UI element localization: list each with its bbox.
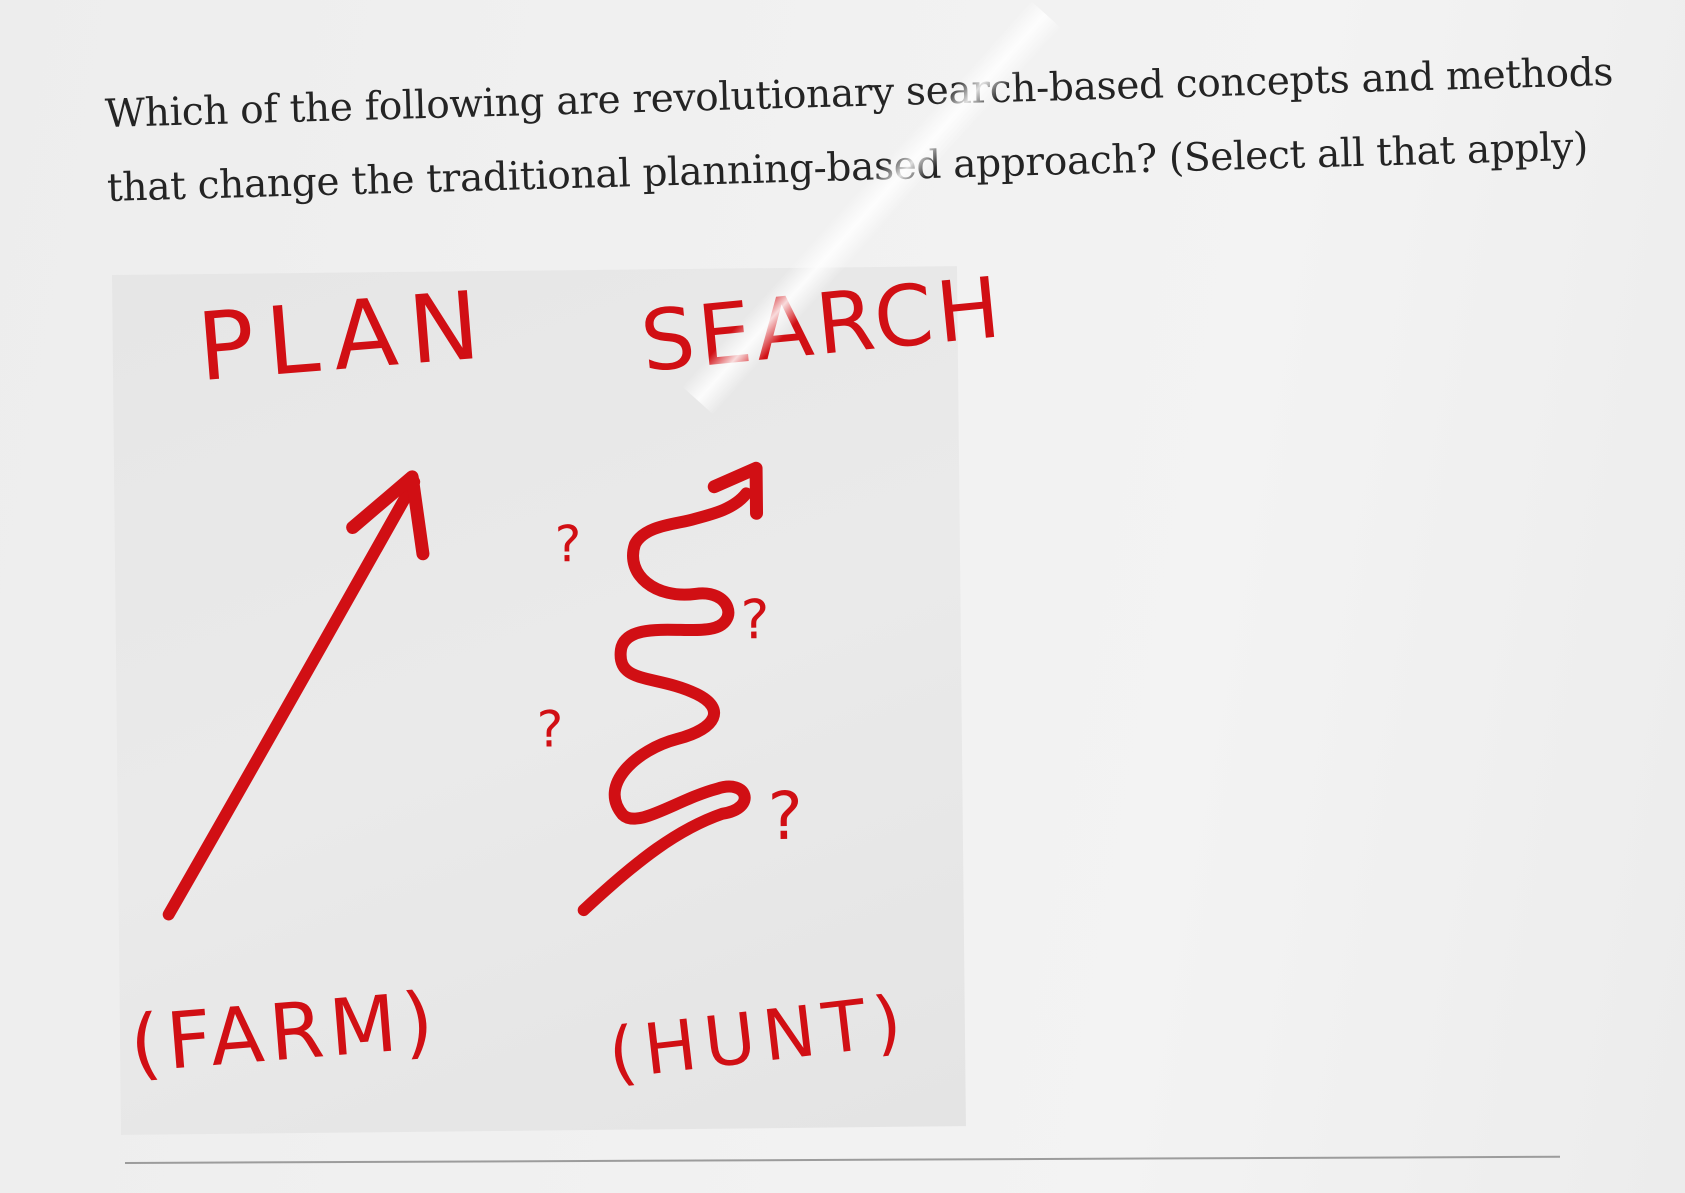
- plan-vs-search-illustration: PLAN SEARCH ? ? ? ? (FARM) (HUNT): [112, 258, 1008, 1135]
- question-mark-2: ?: [740, 588, 770, 652]
- question-mark-3: ?: [536, 700, 564, 759]
- question-mark-4: ?: [767, 777, 804, 856]
- illustration-drawing: [162, 461, 764, 921]
- question-mark-1: ?: [554, 515, 582, 574]
- question-text: Which of the following are revolutionary…: [104, 38, 1613, 226]
- squiggly-arrow-icon: [577, 487, 753, 917]
- divider-line: [125, 1155, 1560, 1164]
- straight-arrow-head-icon: [346, 470, 430, 561]
- squiggly-arrow-head-icon: [707, 461, 764, 520]
- straight-arrow-icon: [162, 475, 421, 921]
